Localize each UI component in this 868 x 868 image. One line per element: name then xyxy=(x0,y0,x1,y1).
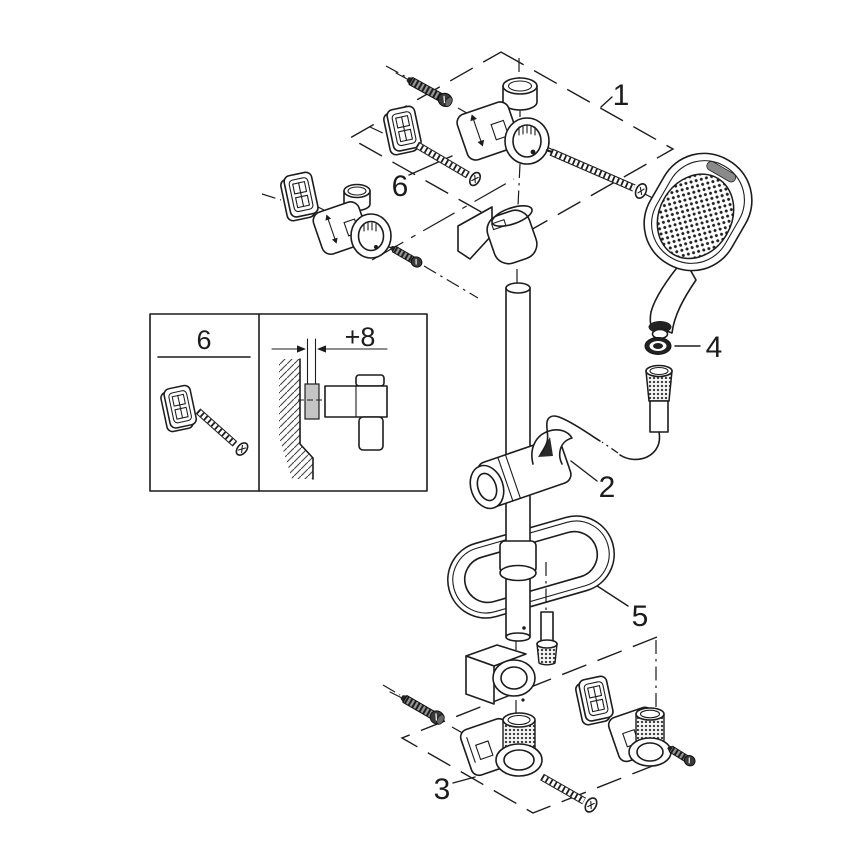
wall-bracket-bottom-right xyxy=(607,706,672,767)
bracket-cap-top xyxy=(502,77,538,111)
callout-2: 2 xyxy=(599,471,616,504)
screw-part6 xyxy=(415,141,482,187)
screw-left-small xyxy=(390,245,423,268)
shower-hose xyxy=(540,415,661,461)
glide-element-part2 xyxy=(469,429,573,510)
wall-bracket-left xyxy=(312,201,392,259)
spray-face xyxy=(656,173,735,260)
callout-6: 6 xyxy=(392,170,409,203)
callout-1: 1 xyxy=(613,79,630,112)
inset-dimension-label: +8 xyxy=(345,322,376,352)
callout-3: 3 xyxy=(434,773,451,806)
inset-wall-section: +8 xyxy=(271,322,388,480)
screw-bottom-right-small xyxy=(667,745,696,767)
anchor-screw-bottom xyxy=(400,694,445,725)
hose-end-fitting xyxy=(536,562,558,666)
dimension-arrow-left xyxy=(297,345,306,353)
screw-part1 xyxy=(545,148,648,199)
dish-collar xyxy=(499,540,537,582)
inset-part-label: 6 xyxy=(196,325,211,355)
dimension-arrow-right xyxy=(317,345,326,353)
rail-holder-cover-bottom xyxy=(465,644,536,705)
screw-part3-long xyxy=(540,773,598,813)
hand-shower xyxy=(643,152,753,340)
callout-4: 4 xyxy=(706,331,723,364)
handle-end-band xyxy=(648,321,672,333)
inset-screw xyxy=(195,408,249,456)
inset-detail-box: 6 +8 xyxy=(149,313,428,492)
anchor-screw-top xyxy=(406,76,453,108)
wall-bracket-top xyxy=(456,101,550,165)
brand-badge xyxy=(706,161,737,183)
washer-part4 xyxy=(644,337,672,355)
rail-holder-cover-top xyxy=(457,205,538,265)
spacer xyxy=(304,383,320,420)
callout-5: 5 xyxy=(632,600,649,633)
wall-bracket-bottom-center xyxy=(459,712,543,777)
inset-bracket-side-view xyxy=(324,374,388,451)
hose-connector xyxy=(645,364,673,433)
